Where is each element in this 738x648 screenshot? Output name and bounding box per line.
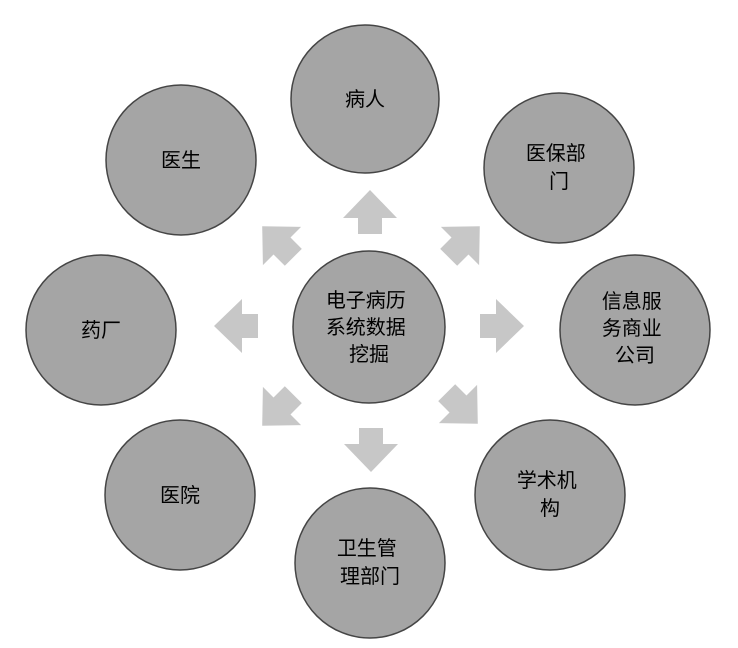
node-health-dept-line-2: 理部门: [340, 564, 400, 588]
node-doctor: 医生: [105, 84, 257, 236]
node-pharma: 药厂: [25, 254, 177, 406]
arrow-to-hospital: [262, 386, 302, 426]
node-hospital: 医院: [104, 419, 256, 571]
node-academic: 学术机 构: [474, 419, 626, 571]
arrow-to-info-service: [480, 299, 524, 353]
node-patient: 病人: [290, 24, 440, 174]
node-insurance: 医保部 门: [483, 92, 635, 244]
center-line-1: 电子病历: [326, 288, 406, 312]
arrow-to-insurance: [440, 226, 480, 266]
arrow-to-doctor: [262, 226, 302, 266]
node-health-dept: 卫生管 理部门: [294, 487, 446, 639]
center-line-3: 挖掘: [349, 342, 389, 366]
node-info-service: 信息服 务商业 公司: [559, 254, 711, 406]
node-doctor-label: 医生: [161, 148, 201, 172]
node-patient-line-1: 病人: [345, 87, 385, 111]
node-hospital-label: 医院: [160, 483, 200, 507]
arrow-to-health-dept: [344, 428, 398, 472]
center-line-2: 系统数据: [326, 315, 406, 339]
arrows-group: [214, 190, 524, 472]
node-health-dept-label: 卫生管 理部门: [337, 536, 403, 588]
arrow-to-patient: [343, 190, 397, 234]
node-info-service-line-1: 信息服: [602, 289, 662, 313]
node-insurance-line-1: 医保部: [526, 141, 586, 165]
node-academic-label: 学术机 构: [517, 468, 583, 520]
node-doctor-line-1: 医生: [161, 148, 201, 172]
node-health-dept-line-1: 卫生管: [337, 536, 397, 560]
arrow-to-pharma: [214, 299, 258, 353]
arrow-to-academic: [438, 384, 478, 424]
node-info-service-label: 信息服 务商业 公司: [602, 289, 668, 367]
node-academic-line-2: 构: [540, 496, 560, 520]
node-academic-line-1: 学术机: [517, 468, 577, 492]
node-info-service-line-2: 务商业: [602, 316, 662, 340]
node-insurance-line-2: 门: [549, 169, 569, 193]
node-patient-label: 病人: [345, 87, 385, 111]
center-node-label: 电子病历 系统数据 挖掘: [326, 288, 412, 366]
node-hospital-line-1: 医院: [160, 483, 200, 507]
node-info-service-line-3: 公司: [615, 343, 655, 367]
center-node: 电子病历 系统数据 挖掘: [292, 250, 446, 404]
node-pharma-line-1: 药厂: [81, 318, 121, 342]
node-insurance-label: 医保部 门: [526, 141, 592, 193]
node-pharma-label: 药厂: [81, 318, 121, 342]
